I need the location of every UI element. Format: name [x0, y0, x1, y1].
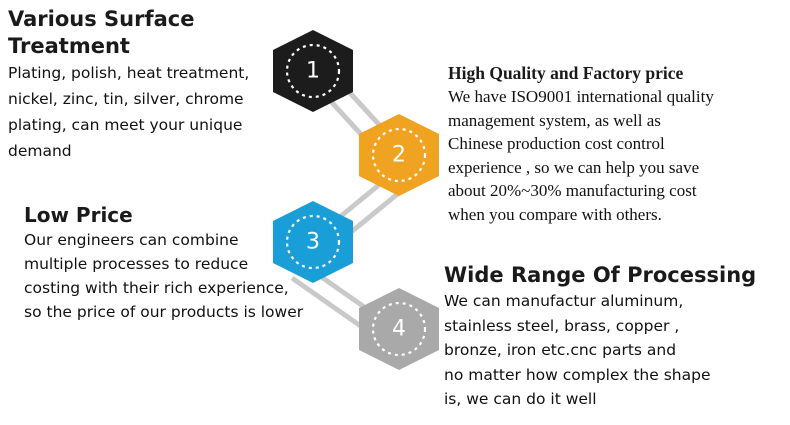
- step-4-badge: 4: [359, 288, 439, 370]
- step-4-line-2: stainless steel, brass, copper ,: [444, 316, 680, 335]
- step-2-line-4: experience , so we can help you save: [448, 157, 700, 177]
- ring-1: [285, 43, 341, 99]
- ring-2: [371, 127, 427, 183]
- step-number-2: 2: [392, 143, 406, 168]
- step-3-line-2: multiple processes to reduce: [24, 255, 249, 273]
- hexagon-4: [359, 288, 439, 370]
- step-4-line-4: no matter how complex the shape: [444, 365, 711, 384]
- step-1-text-block: Various Surface Treatment Plating, polis…: [8, 6, 308, 164]
- step-1-line-2: nickel, zinc, tin, silver, chrome: [8, 90, 244, 108]
- hexagon-3: [273, 201, 353, 283]
- step-3-text-block: Low Price Our engineers can combine mult…: [24, 202, 344, 324]
- step-3-line-3: costing with their rich experience,: [24, 279, 289, 297]
- step-1-line-1: Plating, polish, heat treatment,: [8, 64, 250, 82]
- step-2-title: High Quality and Factory price: [448, 63, 684, 83]
- step-1-badge: 1: [273, 30, 353, 112]
- step-4-text-block: Wide Range Of Processing We can manufact…: [444, 262, 764, 412]
- step-1-line-4: demand: [8, 142, 72, 160]
- step-3-line-4: so the price of our products is lower: [24, 303, 304, 321]
- step-4-line-5: is, we can do it well: [444, 390, 597, 408]
- step-2-line-3: Chinese production cost control: [448, 134, 665, 153]
- ring-4: [371, 301, 427, 357]
- step-3-title: Low Price: [24, 203, 133, 227]
- step-1-title: Various Surface Treatment: [8, 7, 195, 58]
- ring-3: [285, 214, 341, 270]
- step-4-title: Wide Range Of Processing: [444, 263, 757, 287]
- step-3-line-1: Our engineers can combine: [24, 231, 239, 249]
- step-2-line-2: management system, as well as: [448, 110, 661, 130]
- step-2-badge: 2: [359, 114, 439, 196]
- step-2-line-5: about 20%~30% manufacturing cost: [448, 181, 697, 200]
- step-1-line-3: plating, can meet your unique: [8, 116, 243, 134]
- step-2-line-1: We have ISO9001 international quality: [448, 87, 714, 106]
- connector-2-3b: [343, 190, 402, 239]
- step-2-line-6: when you compare with others.: [448, 204, 662, 224]
- step-4-line-3: bronze, iron etc.cnc parts and: [444, 341, 677, 359]
- step-number-1: 1: [306, 59, 320, 84]
- step-2-text-block: High Quality and Factory price We have I…: [448, 62, 788, 226]
- step-3-badge: 3: [273, 201, 353, 283]
- hexagon-2: [359, 114, 439, 196]
- connector-3-4b: [290, 275, 374, 337]
- hexagon-1: [273, 30, 353, 112]
- step-number-4: 4: [392, 317, 406, 342]
- step-number-3: 3: [306, 230, 320, 255]
- step-4-line-1: We can manufactur aluminum,: [444, 292, 684, 310]
